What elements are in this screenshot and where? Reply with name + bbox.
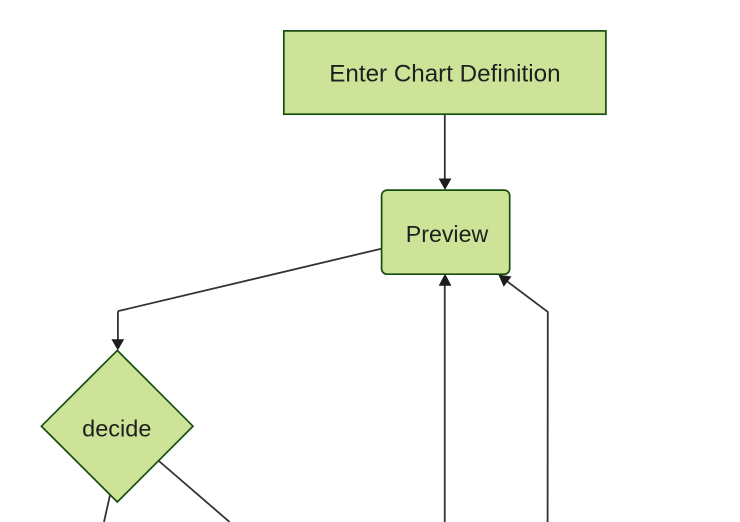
svg-text:Preview: Preview xyxy=(406,221,489,247)
svg-text:decide: decide xyxy=(82,416,151,442)
svg-text:Enter Chart Definition: Enter Chart Definition xyxy=(329,61,560,88)
